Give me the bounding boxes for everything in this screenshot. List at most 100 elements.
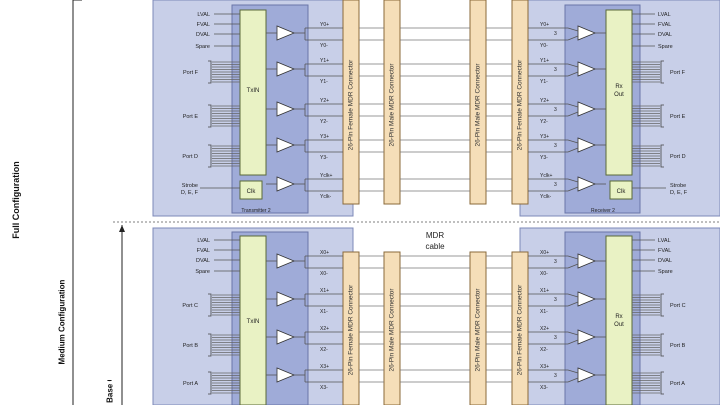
top-rx-receiver-icon: [577, 101, 597, 117]
tx2-signal-label: FVAL: [197, 22, 210, 28]
bottom-rx-pin-label: X2+: [540, 326, 549, 332]
rx2-signal-label: Spare: [658, 44, 673, 50]
tx1-port-bracket: [208, 293, 212, 317]
tx2-clk-block: [239, 180, 263, 200]
top-tx-pin-label: Y1-: [320, 79, 328, 85]
rx2-port-bracket: [660, 60, 664, 84]
tx2-txin-label: TxIN: [247, 88, 260, 94]
top-rx-pin-label: Yclk-: [540, 194, 551, 200]
bottom-rx-in: [567, 301, 579, 307]
rx2-strobe-label: D, E, F: [670, 190, 688, 196]
tx1-signal-label: DVAL: [196, 258, 210, 264]
tx2-clk-label: Clk: [247, 189, 257, 195]
rx2-clk-block: [609, 180, 633, 200]
tx2-strobe-label: D, E, F: [181, 190, 199, 196]
bottom-tx-pin-label: X2-: [320, 347, 328, 353]
rx1-port-label: Port A: [670, 381, 685, 387]
rx2-signal-label: LVAL: [658, 12, 671, 18]
top-tx-pin-label: Y0+: [320, 22, 329, 28]
tx1-txin-block: [239, 235, 267, 405]
rx2-strobe-label: Strobe: [670, 183, 686, 189]
bottom-rx-pin-number: 3: [554, 259, 557, 265]
top-rx-in: [567, 139, 579, 144]
top-rx-in: [567, 103, 579, 108]
top-tx-pin-label: Y3+: [320, 134, 329, 140]
tx1-port-bracket: [208, 333, 212, 357]
bottom-tx-pin-label: X1+: [320, 288, 329, 294]
connector-cable-left-top: [383, 0, 401, 205]
top-rx-in: [567, 71, 579, 77]
top-tx-pin-label: Y0-: [320, 43, 328, 49]
rx1-rxout-label-1: Rx: [615, 314, 622, 320]
connector-label-tx1: 26-Pin Female MDR Connector: [348, 284, 355, 376]
top-rx-pin-label: Y0+: [540, 22, 549, 28]
top-rx-in: [567, 111, 579, 117]
tx2-port-label: Port F: [183, 70, 199, 76]
rx1-port-bracket: [660, 293, 664, 317]
connector-label-rx2: 26-Pin Female MDR Connector: [517, 59, 524, 151]
tx1-signal-label: LVAL: [197, 238, 210, 244]
rx1-port-label: Port B: [670, 343, 686, 349]
bottom-tx-pin-label: X3+: [320, 364, 329, 370]
top-rx-pin-label: Y2-: [540, 119, 548, 125]
tx2-strobe-label: Strobe: [182, 183, 198, 189]
tx1-txin-label: TxIN: [247, 319, 260, 325]
rx1-signal-label: FVAL: [658, 248, 671, 254]
tx2-port-bracket: [208, 144, 212, 168]
top-tx-pin-label: Yclk-: [320, 194, 331, 200]
bottom-rx-pin-label: X3-: [540, 385, 548, 391]
tx1-port-label: Port A: [183, 381, 198, 387]
bottom-rx-pin-label: X0+: [540, 250, 549, 256]
tx2-port-bracket: [208, 104, 212, 128]
rx2-port-label: Port D: [670, 154, 686, 160]
connector-label-tx2: 26-Pin Female MDR Connector: [348, 59, 355, 151]
rx2-signal-label: DVAL: [658, 32, 672, 38]
connector-label-cable-right-bottom: 26-Pin Male MDR Connector: [475, 288, 482, 372]
connector-cable-left-bottom: [383, 251, 401, 405]
rx1-rxout-label-2: Out: [614, 322, 624, 328]
bottom-rx-receiver-icon: [577, 253, 597, 269]
top-rx-pin-label: Y3+: [540, 134, 549, 140]
top-tx-pin-label: Y2-: [320, 119, 328, 125]
top-rx-receiver-icon: [577, 61, 597, 77]
bottom-tx-pin-label: X3-: [320, 385, 328, 391]
tx2-signal-label: DVAL: [196, 32, 210, 38]
top-rx-pin-label: Y3-: [540, 155, 548, 161]
bottom-tx-pin-label: X0+: [320, 250, 329, 256]
top-tx-pin-label: Y1+: [320, 58, 329, 64]
top-rx-in: [567, 186, 579, 192]
rx2-signal-label: FVAL: [658, 22, 671, 28]
rx1-signal-label: Spare: [658, 269, 673, 275]
bottom-rx-in: [567, 293, 579, 298]
tx1-port-bracket: [208, 371, 212, 395]
rx2-rxout-label-1: Rx: [615, 84, 622, 90]
rx2-port-bracket: [660, 104, 664, 128]
rx1-signal-label: DVAL: [658, 258, 672, 264]
top-rx-in: [567, 178, 579, 183]
full-config-label: Full Configuration: [11, 161, 21, 239]
tx1-port-label: Port B: [183, 343, 199, 349]
connector-tx1-female: [342, 251, 360, 405]
connector-label-cable-left-bottom: 26-Pin Male MDR Connector: [389, 288, 396, 372]
tx2-port-label: Port D: [182, 154, 198, 160]
top-tx-pin-label: Y3-: [320, 155, 328, 161]
bottom-rx-pin-label: X3+: [540, 364, 549, 370]
rx1-port-bracket: [660, 371, 664, 395]
bottom-tx-pin-label: X2+: [320, 326, 329, 332]
connector-rx1-female: [511, 251, 529, 405]
base-config-label-clip: Base Configuration: [100, 380, 124, 405]
rx2-port-label: Port F: [670, 70, 686, 76]
base-config-label: Base Configuration: [106, 380, 115, 403]
rx2-rxout-block: [605, 9, 633, 176]
connector-cable-right-bottom: [469, 251, 487, 405]
mdr-cable-label-1: MDR: [426, 231, 444, 240]
top-rx-pin-label: Y2+: [540, 98, 549, 104]
bottom-rx-in: [567, 339, 579, 345]
top-rx-pin-label: Y1+: [540, 58, 549, 64]
connector-rx2-female: [511, 0, 529, 205]
connector-label-cable-right: 26-Pin Male MDR Connector: [475, 63, 482, 147]
top-rx-pin-number: 3: [554, 31, 557, 37]
bottom-tx-pin-label: X0-: [320, 271, 328, 277]
tx2-port-bracket: [208, 60, 212, 84]
